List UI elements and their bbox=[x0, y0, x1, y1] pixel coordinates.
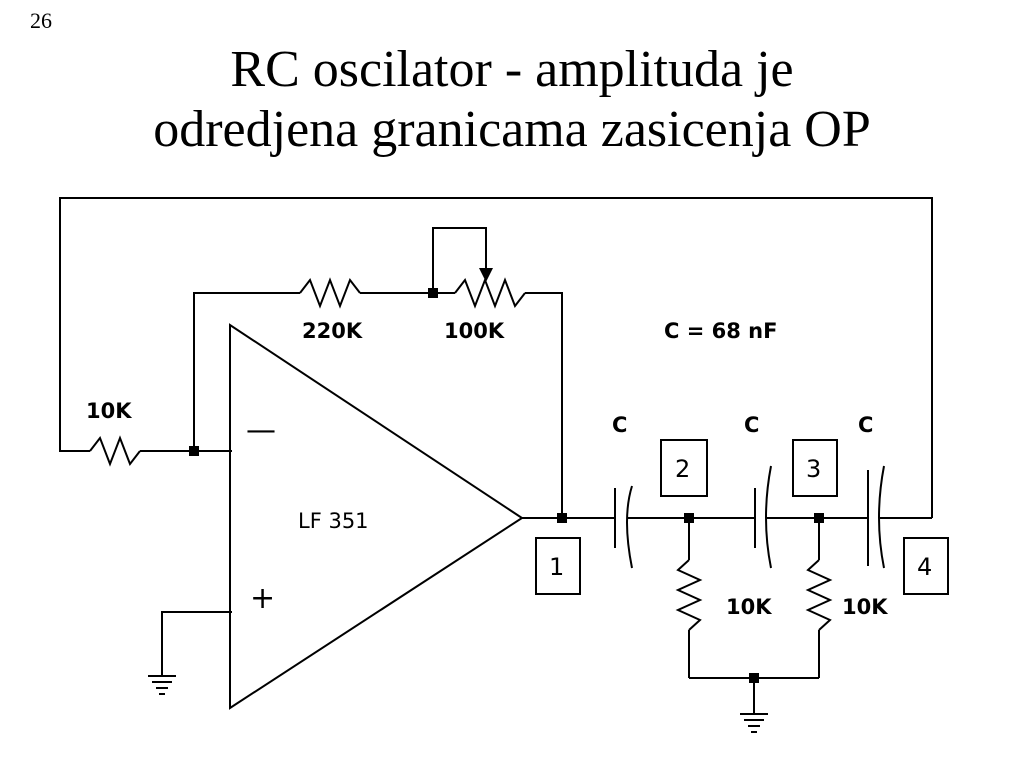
junction-dot bbox=[428, 288, 438, 298]
shunt-resistor-1 bbox=[675, 559, 703, 631]
capacitor-3-label: C bbox=[858, 413, 873, 437]
node-box-2 bbox=[660, 439, 708, 497]
feedback-resistor bbox=[299, 277, 361, 309]
capacitor-2-label: C bbox=[744, 413, 759, 437]
node-label-4: 4 bbox=[917, 553, 932, 581]
shunt-resistor-2 bbox=[805, 559, 833, 631]
opamp-plus-sign: + bbox=[250, 581, 275, 616]
capacitor-value-note: C = 68 nF bbox=[664, 319, 777, 343]
opamp-minus-sign: — bbox=[246, 413, 276, 448]
potentiometer-label: 100K bbox=[444, 319, 505, 343]
junction-dot bbox=[814, 513, 824, 523]
node-label-2: 2 bbox=[675, 455, 690, 483]
opamp-triangle bbox=[229, 323, 524, 710]
shunt-resistor-2-label: 10K bbox=[842, 595, 888, 619]
pot-wiper-wire bbox=[432, 227, 487, 293]
potentiometer bbox=[454, 277, 526, 309]
feedback-wire-left bbox=[193, 292, 300, 451]
node-label-1: 1 bbox=[549, 553, 564, 581]
node-box-4 bbox=[903, 537, 949, 595]
junction-dot bbox=[557, 513, 567, 523]
feedback-wire-right bbox=[525, 292, 563, 518]
junction-dot bbox=[684, 513, 694, 523]
title-line-2: odredjena granicama zasicenja OP bbox=[153, 101, 871, 158]
slide-title: RC oscilator - amplituda je odredjena gr… bbox=[0, 40, 1024, 160]
opamp-label: LF 351 bbox=[298, 509, 369, 533]
feedback-resistor-label: 220K bbox=[302, 319, 363, 343]
capacitor-1-label: C bbox=[612, 413, 627, 437]
input-resistor-label: 10K bbox=[86, 399, 132, 423]
input-resistor bbox=[89, 435, 141, 467]
node-label-3: 3 bbox=[806, 455, 821, 483]
shunt-resistor-1-label: 10K bbox=[726, 595, 772, 619]
node-box-3 bbox=[792, 439, 838, 497]
junction-dot bbox=[189, 446, 199, 456]
wire-plus-to-ground bbox=[161, 611, 232, 676]
cap1-plate-right bbox=[626, 485, 633, 569]
title-line-1: RC oscilator - amplituda je bbox=[230, 41, 794, 98]
outer-feedback-wire bbox=[59, 197, 933, 518]
node-box-1 bbox=[535, 537, 581, 595]
junction-dot bbox=[749, 673, 759, 683]
slide-number: 26 bbox=[30, 8, 52, 33]
pot-wiper-arrow bbox=[479, 268, 493, 282]
